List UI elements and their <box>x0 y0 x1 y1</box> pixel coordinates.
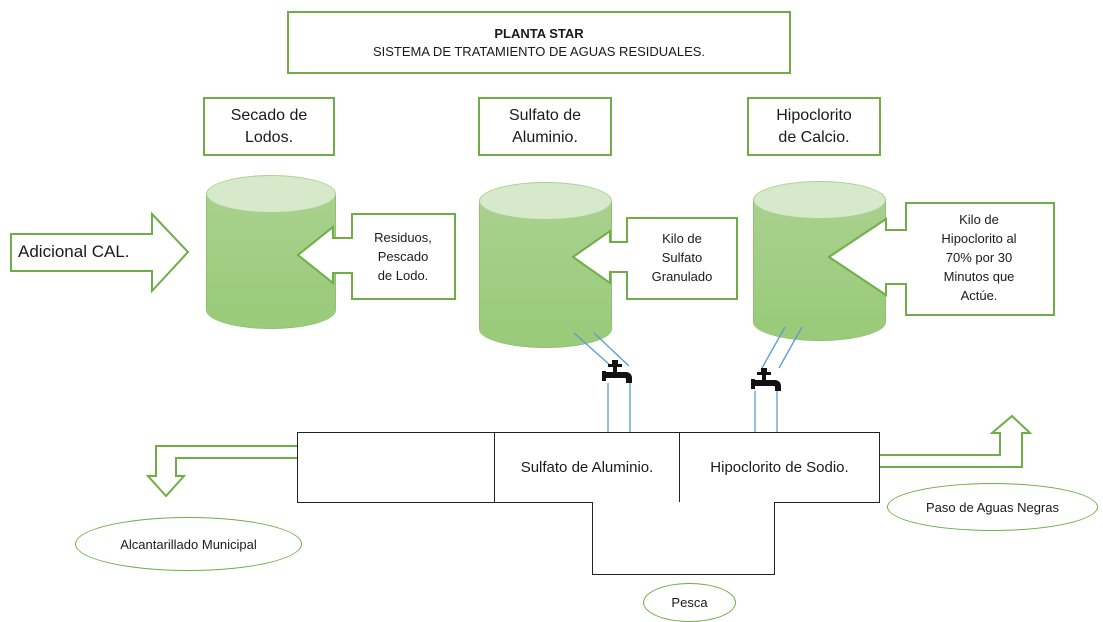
callout-arrow-hipoclorito <box>827 202 1055 316</box>
basin-hipoclorito: Hipoclorito de Sodio. <box>679 432 880 503</box>
tank-label-sulfato: Sulfato de Aluminio. <box>478 97 612 156</box>
tank-lodos-top <box>206 175 336 213</box>
outflow-arrow-black-water <box>878 414 1033 468</box>
tank-label-lodos: Secado de Lodos. <box>203 97 335 156</box>
diagram-title-box: PLANTA STAR SISTEMA DE TRATAMIENTO DE AG… <box>287 11 791 74</box>
faucet-icon <box>751 368 781 391</box>
diagram-title: PLANTA STAR <box>494 25 584 41</box>
input-arrow-cal-shape <box>10 211 190 294</box>
pipe-hipoclorito <box>754 326 803 432</box>
tank-hipoclorito-top <box>753 181 886 219</box>
callout-arrow-sulfato <box>571 217 738 300</box>
callout-hipoclorito: Kilo de Hipoclorito al 70% por 30 Minuto… <box>941 212 1017 303</box>
input-arrow-cal-label: Adicional CAL. <box>18 242 130 261</box>
output-black-water: Paso de Aguas Negras <box>887 483 1098 531</box>
output-municipal: Alcantarillado Municipal <box>75 517 302 571</box>
tank-sulfato-top <box>479 182 612 220</box>
pipe-sulfato <box>573 332 631 432</box>
callout-lodos: Residuos, Pescado de Lodo. <box>374 230 432 283</box>
diagram-subtitle: SISTEMA DE TRATAMIENTO DE AGUAS RESIDUAL… <box>372 43 706 59</box>
basin-sulfato: Sulfato de Aluminio. <box>494 432 680 503</box>
basin-secado <box>297 432 495 503</box>
tank-label-hipoclorito: Hipoclorito de Calcio. <box>747 97 881 156</box>
callout-arrow-lodos <box>296 213 456 300</box>
output-pesca: Pesca <box>643 583 736 622</box>
basin-pesca <box>592 502 775 575</box>
outflow-arrow-municipal <box>145 445 299 498</box>
callout-sulfato: Kilo de Sulfato Granulado <box>651 231 713 284</box>
faucet-icon <box>602 360 632 383</box>
